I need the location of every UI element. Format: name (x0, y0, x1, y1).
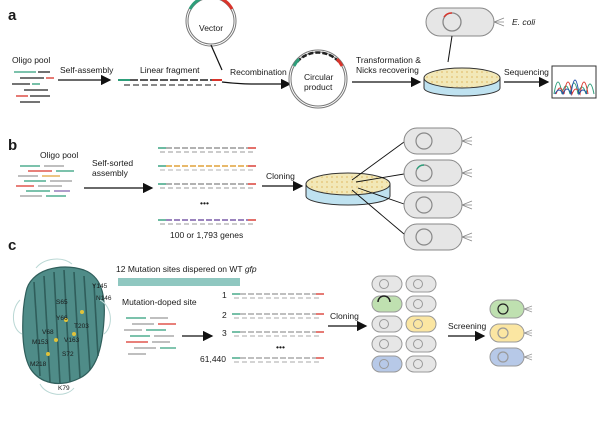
panel-c-row-1: 1 (222, 290, 227, 300)
panel-c-residue-v68: V68 (42, 329, 54, 336)
panel-c-wt-gfp-bar: 12 Mutation sites dispered on WT gfp (116, 264, 257, 286)
panel-b-petri-dish (305, 141, 405, 235)
panel-c-mutation-sites-label: 12 Mutation sites dispered on WT gfp (116, 264, 257, 274)
panel-a-vector: Vector (185, 0, 237, 71)
panel-a-linear-fragment: Linear fragment (118, 65, 222, 86)
panel-c-gfp-structure: Y145 N146 S65 T203 V163 Y66 M153 S72 K79… (13, 258, 112, 395)
panel-b-assembled-genes: ••• 100 or 1,793 genes (158, 147, 256, 240)
panel-a-transformation-label-2: Nicks recovering (356, 65, 419, 75)
panel-a-linear-fragment-label: Linear fragment (140, 65, 200, 75)
panel-c-residue-m218: M218 (30, 361, 47, 368)
panel-a-ecoli-cell: E. coli (425, 7, 536, 63)
panel-a-label: a (8, 7, 17, 24)
panel-a-circular-label-1: Circular (304, 72, 333, 82)
panel-c-library-cells (371, 275, 437, 373)
panel-c-mutation-doped-label: Mutation-doped site (122, 297, 197, 307)
panel-c-residue-y66: Y66 (56, 315, 68, 322)
panel-a-sequencing-label: Sequencing (504, 67, 549, 77)
panel-c-residue-n146: N146 (96, 295, 112, 302)
panel-a-ecoli-label: E. coli (512, 17, 536, 27)
panel-a-self-assembly-label: Self-assembly (60, 65, 114, 75)
panel-c-residue-s72: S72 (62, 351, 74, 358)
panel-c-residue-v163: V163 (64, 337, 80, 344)
panel-a-chromatogram (551, 65, 597, 99)
panel-b-ellipsis: ••• (200, 198, 209, 208)
panel-a-vector-label: Vector (199, 23, 223, 33)
panel-b-label: b (8, 137, 17, 154)
panel-c-row-3: 3 (222, 328, 227, 338)
panel-c-residue-m153: M153 (32, 339, 49, 346)
panel-c-residue-k79: K79 (58, 385, 70, 392)
panel-c-ellipsis: ••• (276, 342, 285, 352)
panel-c-residue-t203: T203 (74, 323, 89, 330)
panel-c-screened-cells (489, 299, 533, 367)
panel-c-residue-s65: S65 (56, 299, 68, 306)
panel-a-petri-dish (423, 67, 501, 97)
panel-c-residue-y145: Y145 (92, 283, 108, 290)
panel-b-genes-count: 100 or 1,793 genes (170, 230, 243, 240)
panel-a-oligo-pool: Oligo pool (12, 55, 54, 103)
panel-a-transformation-label-1: Transformation & (356, 55, 421, 65)
panel-c-row-61440: 61,440 (200, 354, 226, 364)
panel-a-recombination-label: Recombination (230, 67, 287, 77)
panel-b-oligo-pool (16, 165, 74, 197)
panel-b-oligo-pool-label: Oligo pool (40, 150, 78, 160)
panel-c-doped-oligos (124, 317, 176, 355)
panel-b-self-sorted-label-2: assembly (92, 168, 129, 178)
panel-c-row-2: 2 (222, 310, 227, 320)
panel-c-screening-label: Screening (448, 321, 487, 331)
panel-c-cloning-label: Cloning (330, 311, 359, 321)
panel-c-label: c (8, 237, 16, 254)
panel-b-self-sorted-label-1: Self-sorted (92, 158, 133, 168)
panel-a-oligo-pool-label: Oligo pool (12, 55, 50, 65)
panel-b-cloning-label: Cloning (266, 171, 295, 181)
panel-a-circular-product: Circular product (288, 49, 348, 109)
panel-b-cells (403, 127, 473, 251)
panel-c-variant-list: 1 2 3 61,440 ••• (200, 290, 324, 364)
panel-a-circular-label-2: product (304, 82, 333, 92)
